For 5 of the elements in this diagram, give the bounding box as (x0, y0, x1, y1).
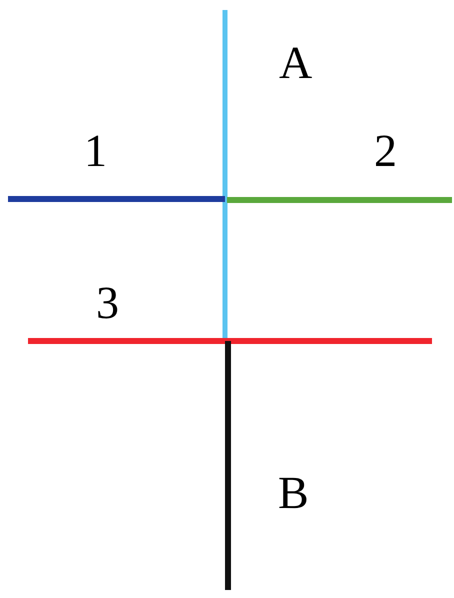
line-label: 1 (84, 128, 107, 174)
line-label: A (279, 40, 312, 86)
line-label: 3 (96, 280, 119, 326)
line-label: B (278, 470, 309, 516)
line-label: 2 (374, 128, 397, 174)
